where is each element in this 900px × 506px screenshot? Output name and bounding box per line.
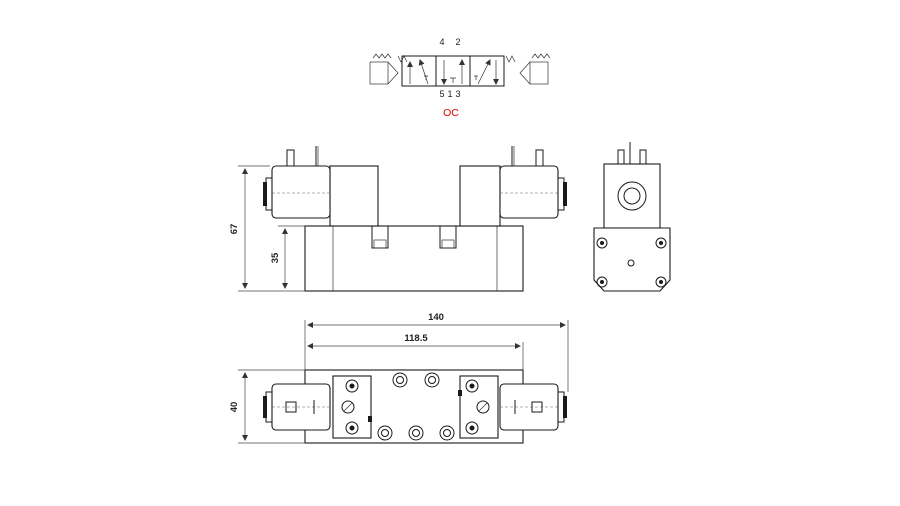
dim-length-total: 140 bbox=[428, 312, 444, 323]
dim-height-total: 67 bbox=[229, 224, 240, 235]
dim-width: 40 bbox=[229, 402, 240, 413]
dim-length-body: 118.5 bbox=[404, 333, 428, 344]
port-label-2: 2 bbox=[455, 37, 460, 47]
front-view bbox=[263, 146, 567, 292]
valve-symbol: 4 2 5 1 3 OC bbox=[369, 37, 551, 119]
function-code: OC bbox=[443, 107, 459, 119]
port-label-4: 4 bbox=[439, 37, 444, 47]
front-dimensions: 67 35 bbox=[229, 165, 305, 292]
top-view bbox=[263, 369, 567, 444]
port-label-5: 5 bbox=[439, 89, 444, 99]
side-view bbox=[593, 142, 671, 292]
port-label-3: 3 bbox=[455, 89, 460, 99]
port-label-1: 1 bbox=[447, 89, 452, 99]
top-dimensions: 140 118.5 40 bbox=[229, 312, 569, 444]
dim-height-body: 35 bbox=[270, 252, 281, 263]
